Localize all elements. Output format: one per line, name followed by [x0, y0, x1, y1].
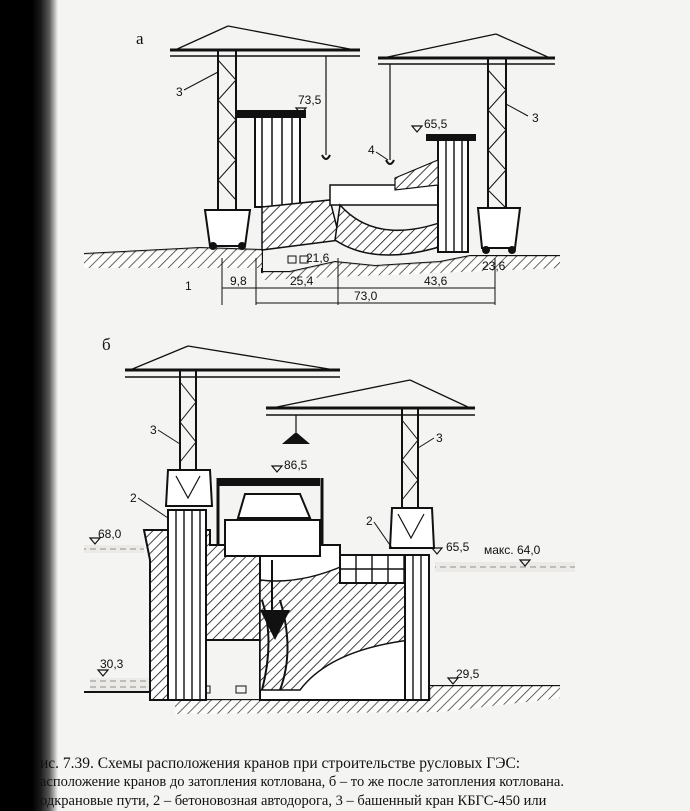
elev-23-6: 23,6 [482, 259, 506, 273]
binding-shadow [0, 0, 58, 811]
callout-4-a: 4 [368, 143, 375, 157]
callout-3-left-a: 3 [176, 85, 183, 99]
dim-25-4: 25,4 [290, 274, 314, 288]
dimension-lines-a [221, 258, 496, 305]
elev-86-5: 86,5 [284, 458, 308, 472]
figure-a: а [83, 25, 560, 305]
callout-3-left-b: 3 [150, 423, 157, 437]
elev-65-5-b: 65,5 [446, 540, 470, 554]
callout-3-right-b: 3 [436, 431, 443, 445]
callout-1-a: 1 [185, 279, 192, 293]
elev-30-3: 30,3 [100, 657, 124, 671]
elev-max-64-0: макс. 64,0 [484, 543, 541, 557]
panel-b-label: б [102, 335, 111, 354]
callout-2-right-b: 2 [366, 514, 373, 528]
caption-line-1: ис. 7.39. Схемы расположения кранов при … [40, 755, 521, 772]
pit-bottom-a [262, 256, 560, 280]
tower-crane-right-b [266, 379, 475, 549]
dim-73-0: 73,0 [354, 289, 378, 303]
elev-mark-73-5 [294, 107, 308, 115]
downstream-water [435, 562, 575, 572]
elev-21-6: 21,6 [306, 251, 330, 265]
dim-43-6: 43,6 [424, 274, 448, 288]
elev-29-5: 29,5 [456, 667, 480, 681]
left-bank-a [84, 248, 262, 268]
callout-2-left-b: 2 [130, 491, 137, 505]
panel-a-label: а [136, 29, 144, 48]
caption-line-3: одкрановые пути, 2 – бетоновозная автодо… [40, 793, 547, 809]
left-road-structure-b [167, 509, 207, 701]
elev-73-5: 73,5 [298, 93, 322, 107]
elev-mark-65-5 [410, 125, 424, 133]
tower-crane-left-a [170, 25, 360, 250]
dim-9-8: 9,8 [230, 274, 247, 288]
powerhouse-structure-a [236, 110, 466, 264]
elev-65-5: 65,5 [424, 117, 448, 131]
elev-68-0: 68,0 [98, 527, 122, 541]
upstream-water [84, 545, 144, 553]
caption-line-2: асположение кранов до затопления котлова… [40, 774, 564, 790]
right-structure-a [394, 134, 476, 253]
callout-3-right-a: 3 [532, 111, 539, 125]
tower-crane-left-b [125, 345, 340, 507]
right-road-structure-b [339, 554, 430, 701]
tower-crane-right-a [378, 33, 555, 254]
figure-b: б [84, 335, 575, 714]
